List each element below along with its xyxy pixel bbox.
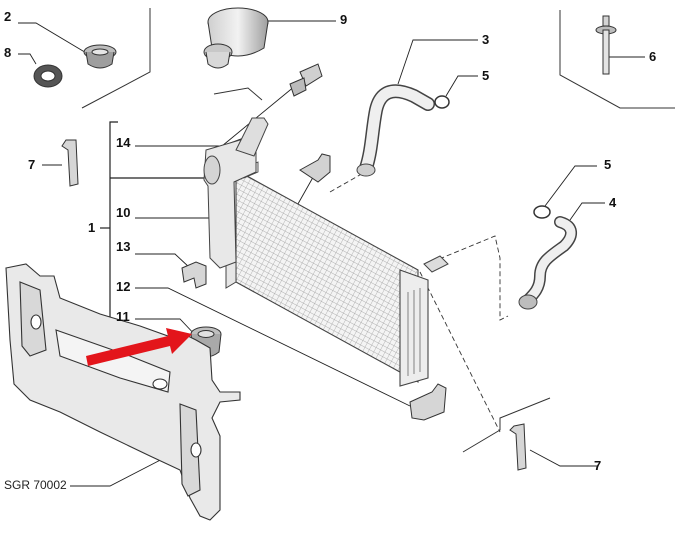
upper-hose-part-3 [356, 84, 435, 177]
bracket-part-7-upper [61, 139, 79, 187]
callout-9: 9 [340, 12, 348, 27]
callout-14: 14 [116, 135, 131, 150]
callout-6: 6 [649, 49, 657, 64]
lower-hose-part-4 [518, 216, 577, 310]
hose-clamp-part-5a [434, 95, 450, 109]
callout-5a: 5 [482, 68, 490, 83]
callout-13: 13 [116, 239, 131, 254]
assembly-dashed-lines [329, 171, 509, 433]
grommet-part-2 [83, 44, 117, 69]
bracket-part-7-lower [509, 423, 527, 471]
callout-7a: 7 [28, 157, 36, 172]
callout-10: 10 [116, 205, 131, 220]
hose-clamp-part-5b [533, 205, 551, 219]
group-separator-lines [81, 8, 675, 453]
highlight-arrow [86, 328, 192, 366]
callout-5b: 5 [604, 157, 612, 172]
callout-11: 11 [116, 309, 130, 324]
rubber-ring-part-8 [33, 64, 63, 88]
callout-2: 2 [4, 9, 12, 24]
bleed-screw-part-14 [289, 63, 323, 97]
bracket-part-12 [409, 383, 447, 421]
callout-7b: 7 [594, 458, 602, 473]
reference-code: SGR 70002 [4, 478, 67, 492]
front-cross-member [5, 263, 241, 521]
filler-cap-part-9 [203, 7, 269, 69]
expansion-tank [203, 117, 269, 269]
callout-3: 3 [482, 32, 490, 47]
callout-12: 12 [116, 279, 131, 294]
callout-8: 8 [4, 45, 12, 60]
bracket-part-13 [181, 261, 207, 289]
clip-part-10 [299, 153, 331, 183]
bolt-part-6 [595, 15, 617, 75]
callout-1: 1 [88, 220, 96, 235]
callout-4: 4 [609, 195, 617, 210]
radiator-core [225, 161, 449, 387]
